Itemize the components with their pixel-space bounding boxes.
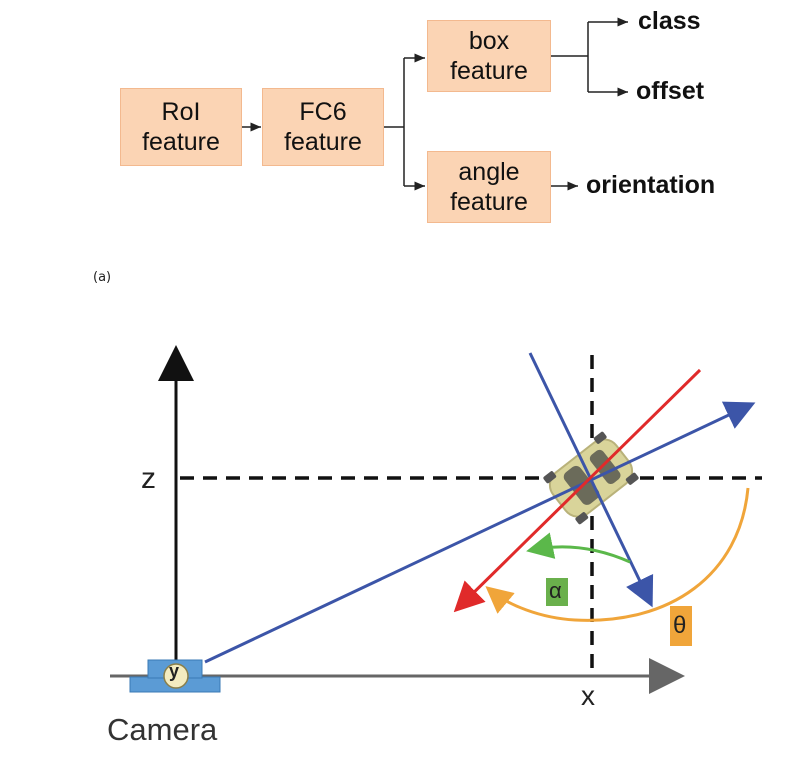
camera-label: Camera [107,712,218,747]
alpha-arc [526,532,631,564]
output-orientation: orientation [586,171,716,199]
angle-line1: angle [458,158,520,186]
flow-connectors [240,17,628,191]
x-label: x [581,680,595,711]
roi-line1: RoI [161,98,201,126]
alpha-label: α [549,578,562,603]
caption-a: (a) [93,270,112,285]
output-class: class [638,7,701,35]
y-label: y [169,661,180,681]
theta-label: θ [673,612,687,639]
box-line1: box [468,27,510,55]
connector-box-branch [550,22,589,92]
alpha-badge [546,578,568,606]
camera-lens [163,663,189,689]
roi-line2: feature [142,128,220,156]
output-offset: offset [636,77,705,105]
box-line2: feature [450,57,528,85]
fc6-line1: FC6 [299,98,347,126]
z-label: z [141,462,156,495]
camera-ray [204,401,756,664]
angle-line2: feature [450,188,528,216]
connector-fc6-branch [382,58,405,186]
fc6-line2: feature [284,128,362,156]
theta-badge [670,606,692,646]
orientation-axis [453,368,702,613]
theta-arc [485,487,750,622]
